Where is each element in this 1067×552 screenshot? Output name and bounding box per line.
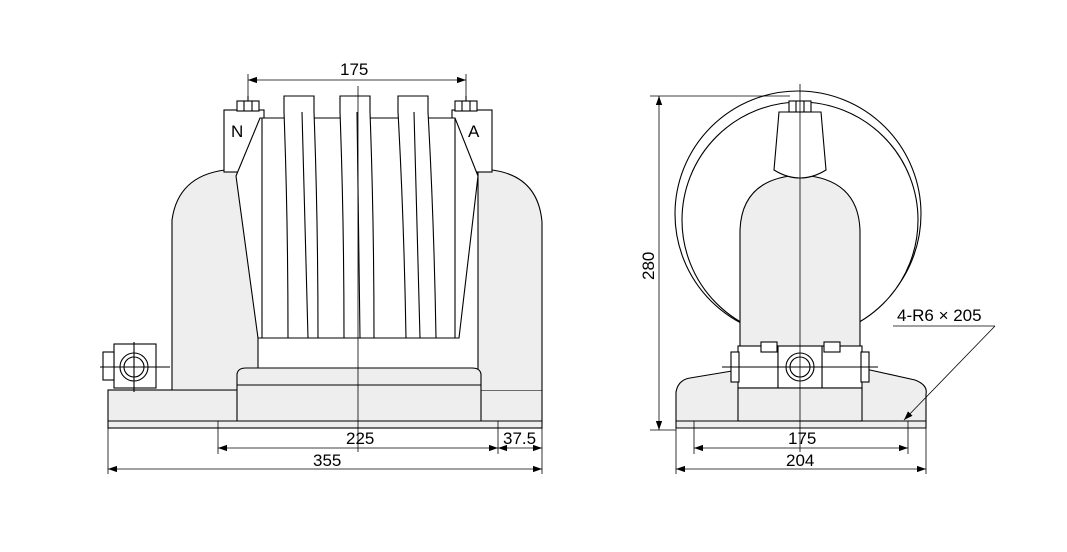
terminal-bolt-right [454, 96, 478, 112]
front-view: N A 175 [100, 60, 543, 474]
dim-offset: 37.5 [503, 429, 536, 448]
slot-note-leader [903, 325, 996, 421]
dim-side-mount-span: 175 [788, 429, 816, 448]
dim-top-span: 175 [340, 60, 368, 79]
side-view: 280 175 204 4-R6 × 205 [639, 84, 996, 474]
terminal-label-left: N [231, 122, 243, 141]
dim-side-overall-width: 204 [786, 451, 814, 470]
dim-mount-span: 225 [346, 429, 374, 448]
terminal-label-right: A [468, 122, 480, 141]
dim-height: 280 [639, 252, 658, 280]
front-right-body [477, 169, 543, 390]
dim-overall-width: 355 [313, 451, 341, 470]
ground-bolt-front [100, 342, 170, 392]
coil-winding-2 [339, 95, 375, 339]
front-core-block [236, 367, 482, 422]
slot-note: 4-R6 × 205 [897, 306, 982, 325]
coil-winding-1 [283, 95, 319, 339]
